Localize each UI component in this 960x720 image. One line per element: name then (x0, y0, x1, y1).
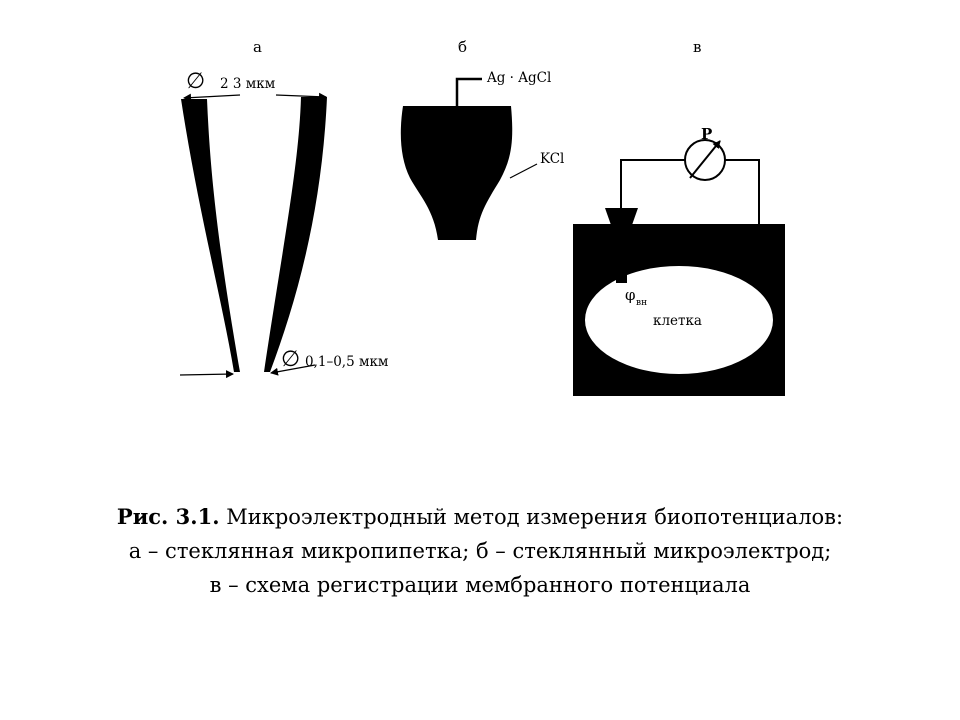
electrode-holder (605, 208, 638, 225)
caption-line-3: в – схема регистрации мембранного потенц… (209, 573, 751, 597)
wire-label: Ag · AgCl (486, 70, 551, 86)
meter-label: Р (701, 125, 712, 143)
tip-diameter-arrow-left (179, 370, 234, 379)
pipette-right-wall (264, 97, 327, 372)
cell (585, 266, 773, 374)
caption-line-1: Рис. 3.1. Микроэлектродный метод измерен… (40, 500, 920, 534)
silver-wire (455, 77, 482, 106)
panel-b-letter: б (458, 38, 467, 56)
potential-subscript: вн (636, 298, 647, 308)
voltmeter-needle (689, 140, 721, 179)
circuit-wire-right (725, 159, 760, 224)
potential-symbol: φ (625, 286, 636, 304)
panel-c: в Р φ вн клетка (573, 38, 785, 396)
cell-label: клетка (653, 313, 702, 329)
figure-caption: Рис. 3.1. Микроэлектродный метод измерен… (40, 500, 920, 602)
tip-diameter-label: 0,1–0,5 мкм (305, 354, 389, 370)
kcl-label: KCl (540, 151, 564, 167)
caption-line-2: а – стеклянная микропипетка; б – стеклян… (128, 539, 832, 563)
diameter-icon: ∅ (186, 69, 205, 94)
top-diameter-label: 2 3 мкм (220, 76, 276, 92)
kcl-leader-line (509, 163, 538, 179)
caption-lead: Рис. 3.1. (116, 504, 220, 529)
top-diameter-arrow-left (183, 93, 241, 102)
diameter-icon: ∅ (281, 347, 300, 372)
microelectrode-tip-inside (616, 270, 627, 283)
panel-b: б Ag · AgCl KCl (400, 38, 564, 240)
panel-c-letter: в (693, 38, 701, 56)
circuit-wire-left (620, 159, 685, 210)
top-diameter-arrow-right (275, 92, 327, 101)
panel-a: а ∅ 2 3 мкм ∅ 0,1–0,5 мкм (179, 38, 389, 379)
tip-diameter-arrow-right (270, 364, 316, 376)
electrode-body (400, 106, 513, 240)
panel-a-letter: а (253, 38, 262, 56)
microelectrode-tip (616, 224, 627, 284)
pipette-left-wall (181, 99, 240, 372)
caption-line-1-text: Микроэлектродный метод измерения биопоте… (219, 505, 844, 529)
